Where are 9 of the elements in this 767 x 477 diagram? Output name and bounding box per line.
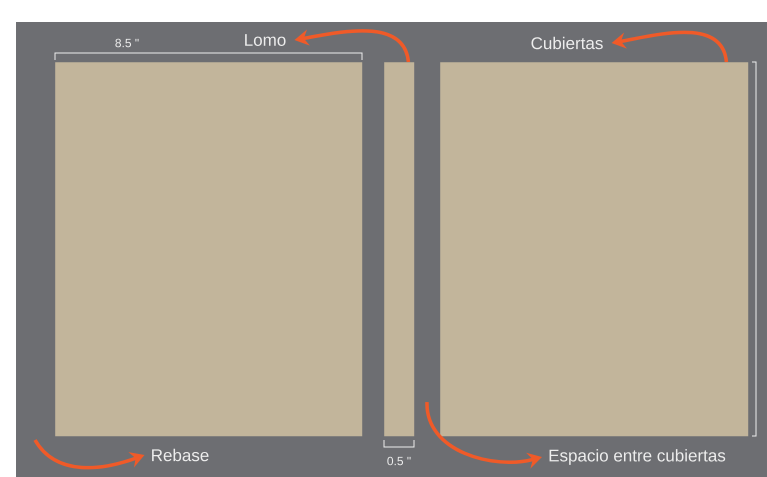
- dimension-label: 0.5 ": [387, 456, 411, 466]
- title-text: Cubiertas: [532, 36, 603, 50]
- title-text: Rebase: [152, 448, 209, 462]
- title-text: Espacio entre cubiertas: [550, 449, 726, 465]
- title-text: Lomo: [245, 34, 286, 46]
- spine-panel: [384, 62, 414, 436]
- dimension-label: 8.5 ": [115, 38, 139, 48]
- cover-panel: [440, 62, 748, 436]
- cover-panel: [55, 62, 362, 436]
